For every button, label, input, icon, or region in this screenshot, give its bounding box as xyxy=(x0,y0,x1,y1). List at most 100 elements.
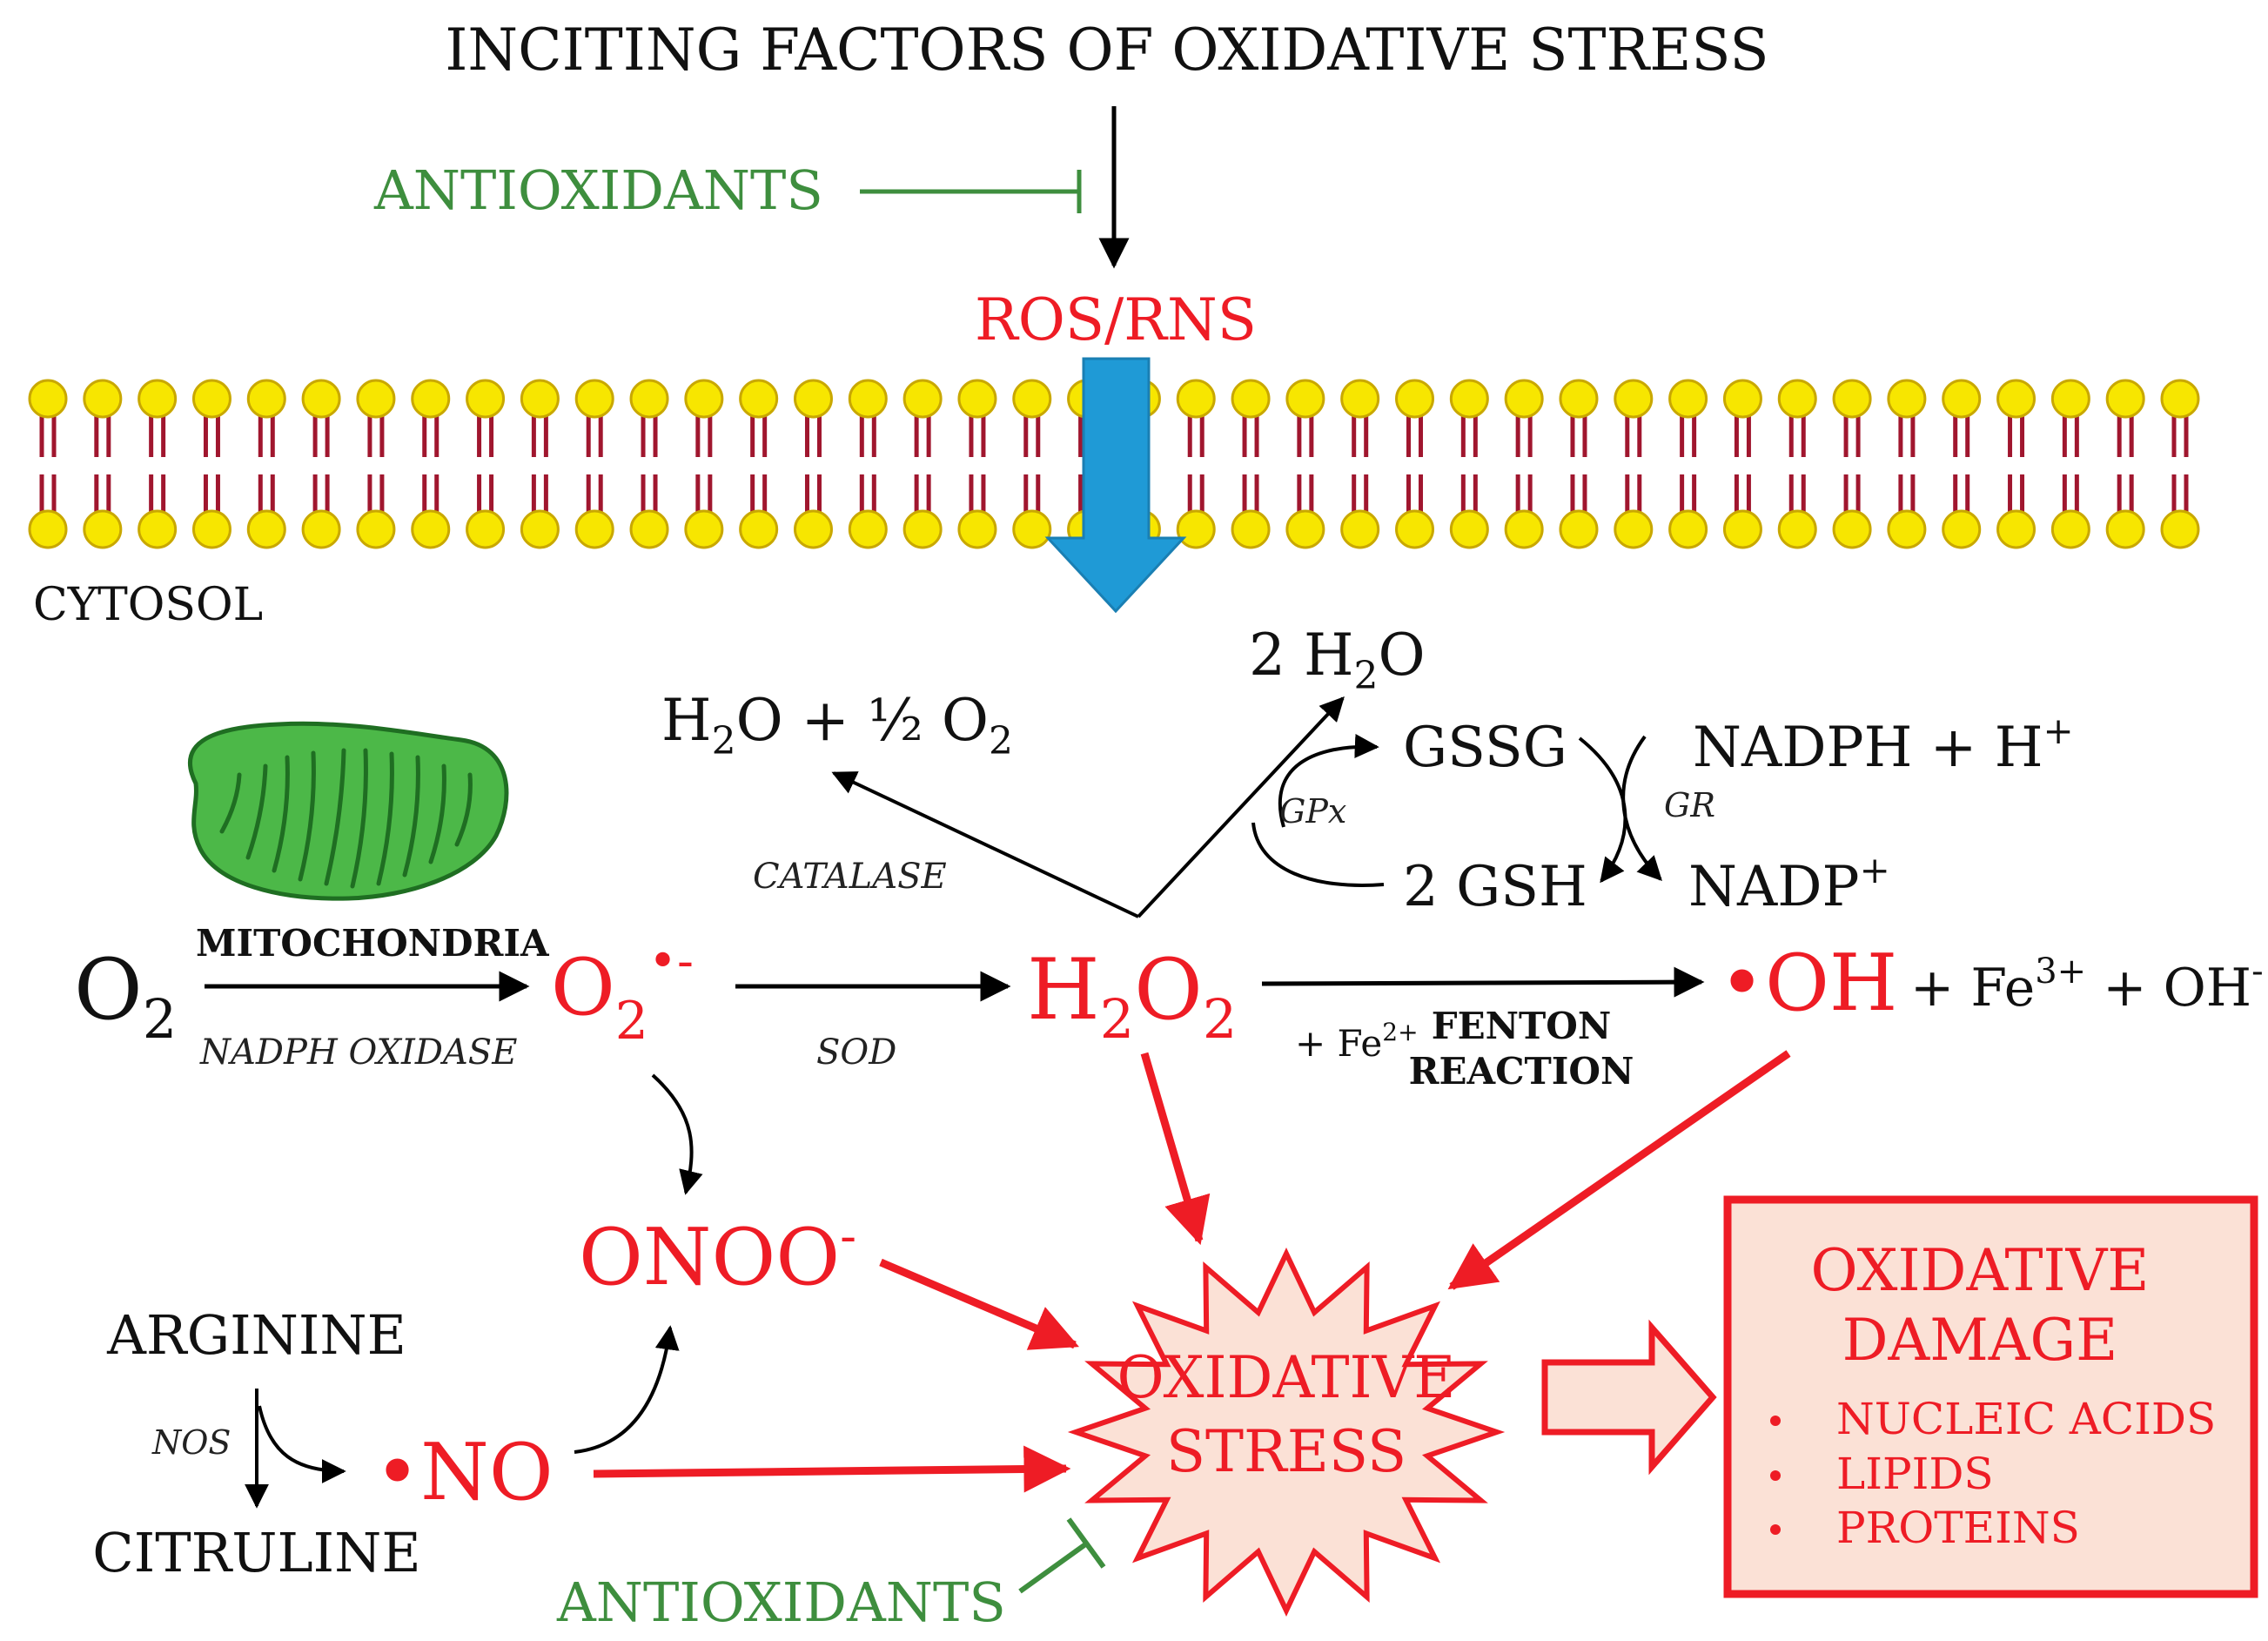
mitochondria-crista xyxy=(272,755,290,873)
damage-item-proteins: PROTEINS xyxy=(1836,1503,2080,1553)
phospholipid xyxy=(1012,379,1052,549)
phospholipid xyxy=(2160,379,2200,549)
phospholipid xyxy=(138,379,178,549)
mitochondria-crista xyxy=(454,772,473,847)
phospholipid xyxy=(191,379,231,549)
hydroxyl-radical-label: •OH xyxy=(1719,938,1897,1029)
phospholipid xyxy=(1231,379,1271,549)
gssg-label: GSSG xyxy=(1403,716,1567,780)
phospholipid xyxy=(356,379,396,549)
diagram-title: INCITING FACTORS OF OXIDATIVE STRESS xyxy=(445,17,1768,84)
nitric-oxide-label: •NO xyxy=(374,1427,554,1518)
phospholipid xyxy=(1887,379,1927,549)
peroxynitrite-to-stress-arrow xyxy=(879,1258,1079,1350)
gpx-cycle-arrow-to-gssg xyxy=(1278,733,1379,828)
gpx-cycle-arrow-from-gsh xyxy=(1251,822,1385,887)
catalase-label: CATALASE xyxy=(753,857,947,897)
arginine-label: ARGININE xyxy=(106,1303,406,1367)
phospholipid xyxy=(520,379,560,549)
cell-membrane xyxy=(28,379,2200,549)
phospholipid xyxy=(1340,379,1380,549)
oxidative-stress-label-line1: OXIDATIVE xyxy=(1117,1344,1456,1411)
nos-to-no-arrow xyxy=(258,1405,346,1483)
phospholipid xyxy=(957,379,997,549)
hydroxyl-products-label: + Fe3+ + OH- xyxy=(1910,952,2264,1019)
gsh-label: 2 GSH xyxy=(1403,855,1587,919)
nadp-label: NADP+ xyxy=(1688,849,1890,919)
no-to-stress-arrow xyxy=(593,1445,1071,1493)
oxidative-damage-box xyxy=(1723,1195,2258,1598)
fenton-label-line2: REACTION xyxy=(1409,1050,1634,1093)
superoxide-to-peroxynitrite-arrow xyxy=(651,1073,703,1195)
peroxynitrite-label: ONOO- xyxy=(579,1208,856,1303)
damage-item-nucleic-acids: NUCLEIC ACIDS xyxy=(1836,1394,2216,1444)
stress-to-damage-arrow xyxy=(1541,1319,1717,1476)
mitochondria-crista xyxy=(324,748,346,886)
phospholipid xyxy=(411,379,451,549)
hydrogen-peroxide-label: H2O2 xyxy=(1027,941,1237,1051)
sod-label: SOD xyxy=(816,1032,896,1073)
gpx-arrow xyxy=(1137,696,1345,918)
oxygen-label: O2 xyxy=(74,941,177,1051)
nadph-oxidase-label: NADPH OXIDASE xyxy=(199,1032,517,1073)
no-to-peroxynitrite-arrow xyxy=(574,1325,680,1454)
cytosol-label: CYTOSOL xyxy=(33,579,263,631)
phospholipid xyxy=(629,379,669,549)
phospholipid xyxy=(793,379,833,549)
damage-bullet xyxy=(1770,1470,1781,1481)
phospholipid xyxy=(1176,379,1216,549)
gr-arrow-nadph-to-nadp xyxy=(1621,735,1662,882)
phospholipid xyxy=(1614,379,1654,549)
mitochondria-crista xyxy=(402,755,420,878)
phospholipid xyxy=(2050,379,2090,549)
catalase-product: H2O + ½ O2 xyxy=(661,687,1013,763)
mitochondria-icon xyxy=(188,721,509,901)
fe2-label: + Fe2+ xyxy=(1295,1018,1419,1065)
oxidative-stress-burst xyxy=(1067,1248,1506,1617)
mitochondria-crista xyxy=(376,751,394,886)
fenton-arrow xyxy=(1261,966,1705,998)
phospholipid xyxy=(1395,379,1435,549)
phospholipid xyxy=(1722,379,1762,549)
phospholipid xyxy=(301,379,341,549)
phospholipid xyxy=(574,379,614,549)
citruline-label: CITRULINE xyxy=(92,1521,420,1584)
phospholipid xyxy=(1996,379,2037,549)
phospholipid xyxy=(246,379,286,549)
antioxidants-bottom-label: ANTIOXIDANTS xyxy=(556,1570,1006,1634)
h2o2-to-stress-arrow xyxy=(1140,1052,1211,1246)
damage-item-lipids: LIPIDS xyxy=(1836,1449,1994,1499)
phospholipid xyxy=(1449,379,1489,549)
fenton-label-line1: FENTON xyxy=(1432,1005,1611,1047)
damage-bullet xyxy=(1770,1524,1781,1535)
phospholipid xyxy=(1559,379,1599,549)
gpx-water-product: 2 H2O xyxy=(1249,622,1426,698)
damage-title-line2: DAMAGE xyxy=(1842,1307,2118,1374)
phospholipid xyxy=(1504,379,1544,549)
phospholipid xyxy=(1942,379,1982,549)
mitochondria-crista xyxy=(350,748,368,889)
superoxide-label: O2•- xyxy=(551,933,694,1052)
phospholipid xyxy=(684,379,724,549)
gr-label: GR xyxy=(1664,786,1715,824)
antioxidants-top-label: ANTIOXIDANTS xyxy=(373,158,823,222)
phospholipid xyxy=(1668,379,1708,549)
phospholipid xyxy=(739,379,779,549)
damage-title-line1: OXIDATIVE xyxy=(1811,1237,2150,1304)
damage-bullet xyxy=(1770,1416,1781,1426)
phospholipid xyxy=(1832,379,1872,549)
phospholipid xyxy=(83,379,123,549)
gpx-label: GPx xyxy=(1279,792,1346,831)
mitochondria-label: MITOCHONDRIA xyxy=(196,922,550,965)
phospholipid xyxy=(903,379,943,549)
antioxidants-bottom-inhibit-bar xyxy=(1066,1517,1106,1569)
ros-rns-label: ROS/RNS xyxy=(975,286,1257,353)
nadph-label: NADPH + H+ xyxy=(1693,710,2074,780)
catalase-arrow xyxy=(831,771,1139,918)
ros-entry-arrow xyxy=(1044,357,1187,614)
phospholipid xyxy=(848,379,888,549)
mitochondria-crista xyxy=(219,772,242,834)
phospholipid xyxy=(1777,379,1817,549)
hydroxyl-to-stress-arrow xyxy=(1447,1050,1791,1290)
